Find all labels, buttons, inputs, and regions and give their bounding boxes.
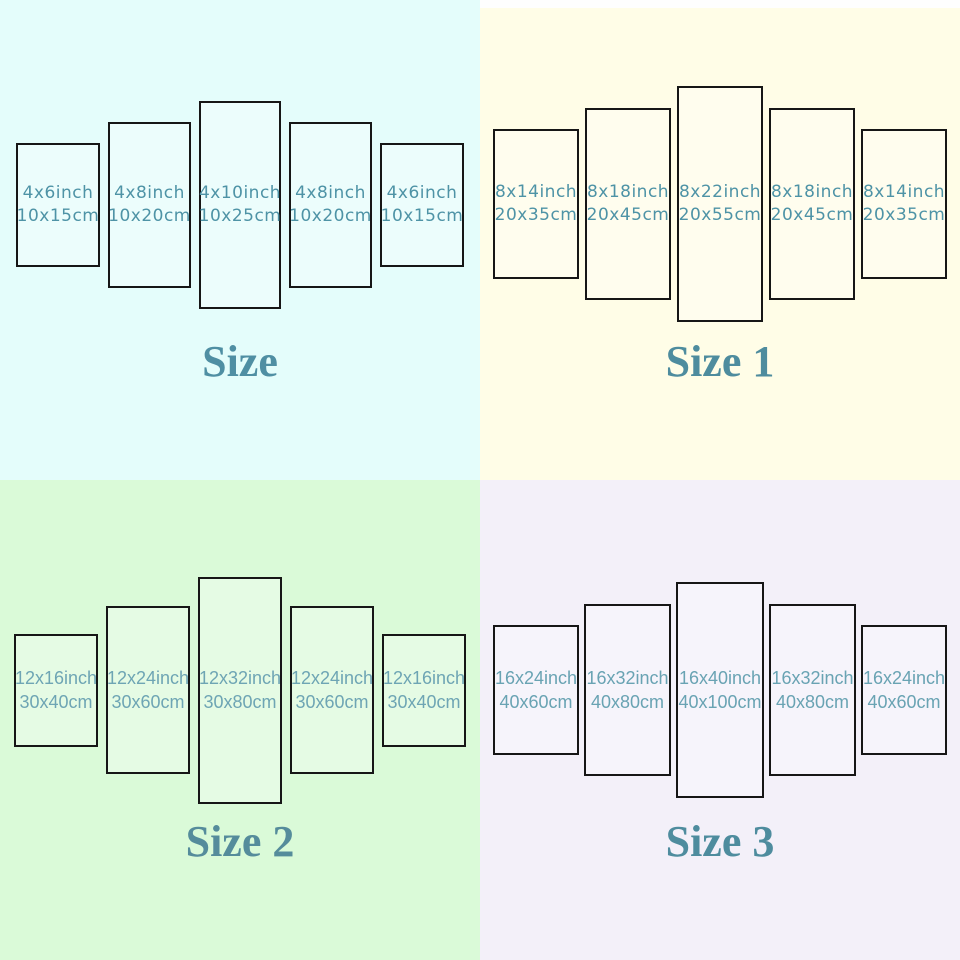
panel-size-cm-label: 20x45cm [586,205,670,225]
canvas-panel: 16x32inch 40x80cm [769,604,856,776]
panel-size-cm-label: 10x20cm [108,206,191,226]
canvas-panel: 16x24inch 40x60cm [493,625,579,755]
panel-size-cm-label: 20x45cm [770,205,854,225]
quadrant-size-3: 16x24inch 40x60cm 16x32inch 40x80cm 16x40inc… [480,480,960,960]
panel-size-cm-label: 10x15cm [16,206,100,226]
panel-size-inch-label: 8x14inch [862,182,946,203]
panel-size-inch-label: 12x24inch [290,667,374,688]
panel-size-cm-label: 40x80cm [590,692,665,712]
panel-size-inch-label: 4x6inch [22,183,94,204]
panel-size-inch-label: 4x8inch [295,183,366,204]
quadrant-title: Size [202,337,278,386]
panel-size-cm-label: 40x60cm [867,692,941,712]
quadrant-title: Size 2 [185,817,295,866]
panel-row: 16x24inch 40x60cm 16x32inch 40x80cm 16x40inc… [480,480,960,900]
panel-size-cm-label: 40x100cm [678,692,762,712]
panel-size-inch-label: 16x32inch [586,667,669,688]
panel-row: 12x16inch 30x40cm 12x24inch 30x60cm 12x32inc… [0,480,480,900]
canvas-panel: 16x40inch 40x100cm [676,582,764,798]
canvas-panel: 16x32inch 40x80cm [584,604,671,776]
panel-size-cm-label: 10x25cm [198,206,282,226]
panel-size-inch-label: 8x18inch [586,182,670,203]
panel-size-inch-label: 4x8inch [114,183,185,204]
panel-size-inch-label: 12x16inch [14,667,98,688]
quadrant-size-2: 12x16inch 30x40cm 12x24inch 30x60cm 12x32inc… [0,480,480,960]
panel-size-cm-label: 40x60cm [499,692,573,712]
canvas-panel: 12x24inch 30x60cm [290,606,374,774]
panel-size-cm-label: 20x55cm [678,205,762,225]
panel-size-cm-label: 30x60cm [111,692,185,712]
canvas-panel: 16x24inch 40x60cm [861,625,947,755]
panel-size-inch-label: 16x24inch [494,667,578,688]
panel-size-cm-label: 10x20cm [289,206,372,226]
canvas-panel: 12x16inch 30x40cm [14,633,98,747]
panel-size-inch-label: 12x24inch [106,667,190,688]
panel-size-cm-label: 10x15cm [380,206,464,226]
panel-size-inch-label: 8x18inch [770,182,854,203]
quadrant-title: Size 3 [665,817,775,866]
canvas-panel: 12x24inch 30x60cm [106,606,190,774]
panel-size-inch-label: 8x14inch [494,182,578,203]
panel-size-inch-label: 16x32inch [771,667,854,688]
panel-size-inch-label: 12x32inch [198,667,282,688]
panel-size-inch-label: 16x40inch [678,667,762,688]
panel-size-cm-label: 30x40cm [387,692,461,712]
panel-size-cm-label: 30x80cm [203,692,277,712]
canvas-panel: 12x16inch 30x40cm [382,633,466,747]
panel-size-inch-label: 4x6inch [386,183,458,204]
white-strip [480,0,960,8]
panel-size-cm-label: 20x35cm [862,205,946,225]
quadrant-title: Size 1 [665,337,775,386]
panel-size-inch-label: 12x16inch [382,667,466,688]
panel-size-cm-label: 40x80cm [775,692,850,712]
panel-size-inch-label: 4x10inch [198,183,282,204]
panel-size-inch-label: 16x24inch [862,667,946,688]
panel-size-inch-label: 8x22inch [678,182,762,203]
panel-size-cm-label: 30x40cm [19,692,93,712]
panel-size-cm-label: 20x35cm [494,205,578,225]
canvas-panel: 12x32inch 30x80cm [198,576,282,804]
panel-size-cm-label: 30x60cm [295,692,369,712]
